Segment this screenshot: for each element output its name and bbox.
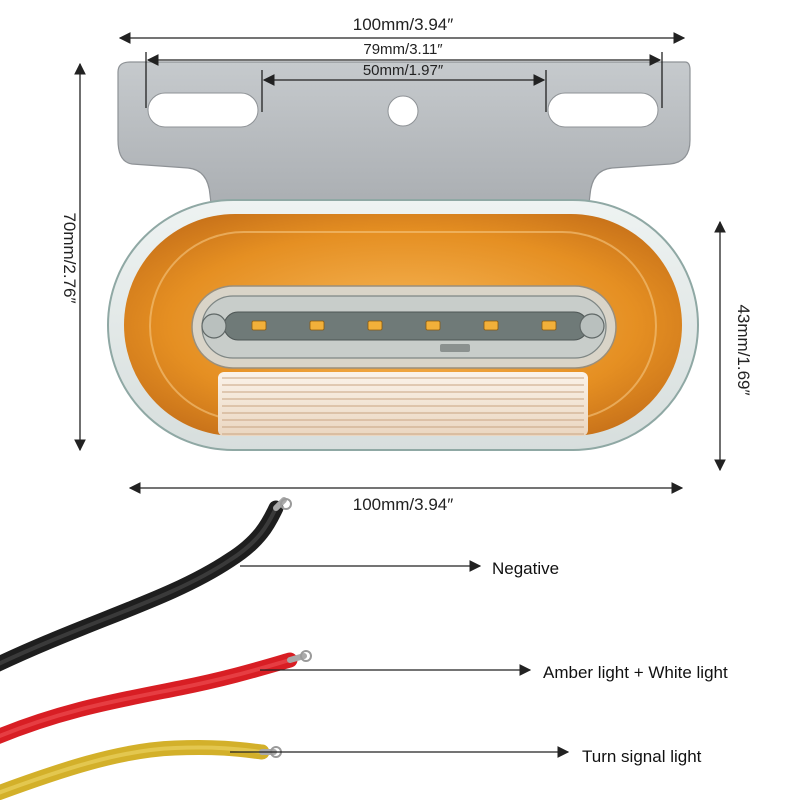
lens-height-label: 43mm/1.69″ (734, 304, 753, 395)
wire-label-turn-signal: Turn signal light (582, 747, 702, 766)
slot-spacing-label: 79mm/3.11″ (363, 41, 443, 58)
mounting-hole-icon (387, 95, 419, 127)
led-chip-icon (541, 320, 557, 331)
mounting-slot-left (147, 92, 259, 128)
wiring (0, 497, 312, 800)
inner-slot-spacing-label: 50mm/1.97″ (363, 62, 444, 79)
lamp-body (107, 199, 699, 451)
white-light-lens (218, 372, 588, 436)
wire-label-negative: Negative (492, 559, 559, 578)
mounting-slot-right (547, 92, 659, 128)
dimension-labels: 100mm/3.94″ 79mm/3.11″ 50mm/1.97″ 70mm/2… (60, 14, 753, 516)
led-chip-icon (251, 320, 267, 331)
overall-width-bottom-label: 100mm/3.94″ (353, 495, 454, 514)
led-chip-icon (367, 320, 383, 331)
wire-label-amber-white: Amber light + White light (543, 663, 728, 682)
led-chip-icon (483, 320, 499, 331)
led-chip-icon (425, 320, 441, 331)
dimension-lines (74, 32, 726, 494)
wire-labels: Negative Amber light + White light Turn … (492, 559, 728, 766)
led-chip-icon (309, 320, 325, 331)
overall-height-label: 70mm/2.76″ (60, 212, 79, 303)
mounting-bracket (117, 61, 691, 213)
overall-width-top-label: 100mm/3.94″ (353, 15, 454, 34)
led-strip (191, 285, 617, 369)
wire-callouts (230, 560, 570, 758)
